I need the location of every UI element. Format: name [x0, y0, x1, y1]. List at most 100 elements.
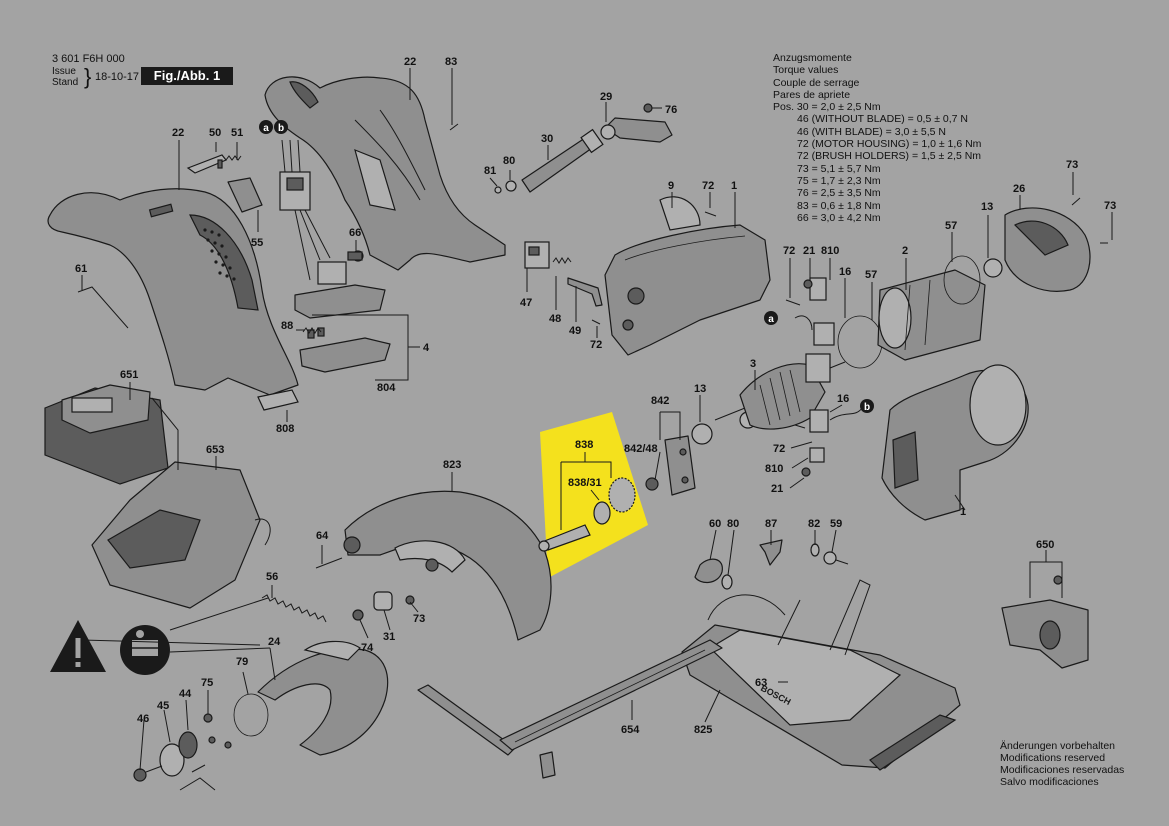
torque-value: 72 (MOTOR HOUSING) = 1,0 ± 1,6 Nm	[797, 138, 982, 151]
torque-heading-de: Anzugsmomente	[773, 52, 852, 64]
marker-a-right: a	[764, 311, 778, 325]
hex-key-61	[77, 286, 129, 329]
switch-47	[524, 241, 550, 269]
callout: 75	[201, 677, 213, 689]
spring-51	[225, 155, 242, 161]
callout: 825	[694, 724, 712, 736]
motor-cap-26	[1004, 207, 1091, 292]
callout: 29	[600, 91, 612, 103]
screw-72-lower	[591, 319, 601, 325]
lever-29	[600, 117, 673, 143]
callout: 66	[349, 227, 361, 239]
callout: 16	[839, 266, 851, 278]
switch-assembly	[257, 139, 391, 411]
callout: 83	[445, 56, 457, 68]
callout: 63	[755, 677, 767, 689]
callout: 80	[727, 518, 739, 530]
housing-left-half	[47, 188, 299, 396]
bolt-59	[823, 551, 849, 565]
figure-label: Fig./Abb. 1	[141, 67, 233, 85]
change-notice-it: Salvo modificaciones	[1000, 776, 1099, 788]
brush-holder-16-lower	[809, 407, 863, 463]
issue-label: Issue	[52, 66, 76, 77]
callout: 76	[665, 104, 677, 116]
torque-value: 46 (WITHOUT BLADE) = 0,5 ± 0,7 N	[797, 113, 968, 126]
marker-a-top: a	[259, 120, 273, 134]
washer-82	[810, 543, 820, 557]
callout: 72	[702, 180, 714, 192]
callout: 64	[316, 530, 329, 542]
callout: 650	[1036, 539, 1054, 551]
screw-21-upper	[803, 279, 813, 289]
torque-heading-fr: Couple de serrage	[773, 76, 860, 89]
blade-guard-823	[343, 490, 552, 641]
callout: 60	[709, 518, 721, 530]
callout-numbers: 22 83 29 76 30 81 80 9 72 1 73 26 73 13 …	[75, 56, 1116, 736]
callout: 73	[1104, 200, 1116, 212]
callout: 74	[361, 642, 374, 654]
gear-bracket-842	[645, 435, 696, 496]
callout: 22	[404, 56, 416, 68]
callout: 80	[503, 155, 515, 167]
motor-housing-9	[604, 196, 771, 356]
callout: 51	[231, 127, 243, 139]
nut-81	[494, 186, 502, 194]
brace: }	[84, 64, 92, 89]
torque-value: 66 = 3,0 ± 4,2 Nm	[797, 211, 881, 224]
callout: 13	[694, 383, 706, 395]
marker-b-right: b	[860, 399, 874, 413]
callout: 651	[120, 369, 138, 381]
screw-72-lower-brush	[794, 424, 806, 429]
marker-label-a: a	[263, 123, 269, 134]
marker-label-b: b	[864, 402, 870, 413]
washer-838-31	[593, 501, 611, 525]
bolt-46	[133, 765, 163, 782]
parallel-guide-654	[417, 639, 723, 779]
callout: 44	[179, 688, 192, 700]
stator-2	[877, 269, 986, 361]
callout: 804	[377, 382, 396, 394]
callout: 87	[765, 518, 777, 530]
spring-48	[552, 257, 572, 264]
torque-value: 72 (BRUSH HOLDERS) = 1,5 ± 2,5 Nm	[797, 150, 982, 163]
callout: 30	[541, 133, 553, 145]
callout: 73	[413, 613, 425, 625]
screw-72-brush	[785, 299, 801, 306]
knob-87	[759, 539, 783, 566]
screw-72-upper	[704, 211, 717, 217]
knob-60	[694, 558, 723, 583]
revision-date: 18-10-17	[95, 71, 140, 83]
callout: 81	[484, 165, 496, 177]
callout: 56	[266, 571, 278, 583]
screw-21-lower	[801, 467, 811, 477]
callout: 653	[206, 444, 224, 456]
callout: 1	[731, 180, 737, 192]
callout: 810	[765, 463, 783, 475]
callout: 45	[157, 700, 169, 712]
callout: 57	[865, 269, 877, 281]
housing-right-half	[264, 76, 506, 271]
armature-3	[714, 353, 846, 430]
callout: 21	[771, 483, 783, 495]
callout: 654	[621, 724, 640, 736]
clip-57-upper	[943, 255, 981, 305]
callout: 50	[209, 127, 221, 139]
base-plate-825	[681, 579, 961, 771]
callout: 810	[821, 245, 839, 257]
callout: 88	[281, 320, 293, 332]
switch-lever-50	[186, 154, 227, 174]
marker-b-top: b	[274, 120, 288, 134]
slider-49	[567, 277, 603, 307]
change-notice: Änderungen vorbehalten Modifications res…	[1000, 740, 1124, 788]
change-notice-es: Modificaciones reservadas	[1000, 764, 1125, 776]
motor-housing-1	[881, 364, 1029, 521]
read-manual-icon	[120, 625, 170, 675]
callout: 72	[773, 443, 785, 455]
torque-value: Pos. 30 = 2,0 ± 2,5 Nm	[773, 101, 881, 114]
callout: 72	[590, 339, 602, 351]
torque-heading-es: Pares de apriete	[773, 88, 851, 101]
callout: 48	[549, 313, 561, 325]
torque-heading-en: Torque values	[773, 64, 839, 77]
callout: 59	[830, 518, 842, 530]
